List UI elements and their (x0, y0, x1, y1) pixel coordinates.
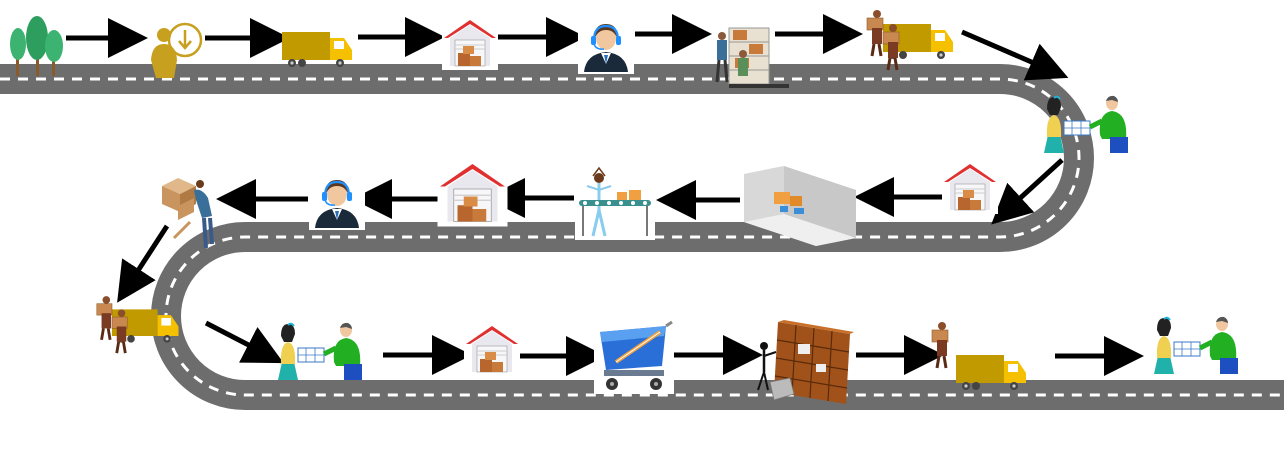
conveyor-worker-icon (575, 166, 655, 240)
arrow (117, 224, 170, 303)
flow-arrows (66, 14, 1144, 376)
porter-icon (930, 320, 950, 370)
arrow (961, 29, 1069, 81)
porter-icon (162, 178, 214, 249)
warehouse-icon (463, 321, 521, 377)
truck-icon (282, 32, 352, 67)
handover-icon (278, 323, 362, 380)
arrow (204, 320, 284, 364)
handover-icon (1154, 317, 1238, 374)
supplier-icon (151, 22, 203, 78)
trees-icon (10, 16, 63, 76)
call-center-icon (576, 16, 636, 76)
call-center-icon (307, 172, 367, 232)
delivery-truck-icon (867, 10, 953, 70)
warehouse-icon (941, 159, 999, 215)
arrow (991, 158, 1064, 225)
shelves-icon (757, 320, 854, 404)
loading-icon (715, 27, 789, 88)
shopping-cart-icon (594, 320, 674, 394)
storage-room-icon (744, 166, 856, 246)
warehouse-icon (436, 158, 509, 228)
warehouse-icon (441, 15, 499, 71)
